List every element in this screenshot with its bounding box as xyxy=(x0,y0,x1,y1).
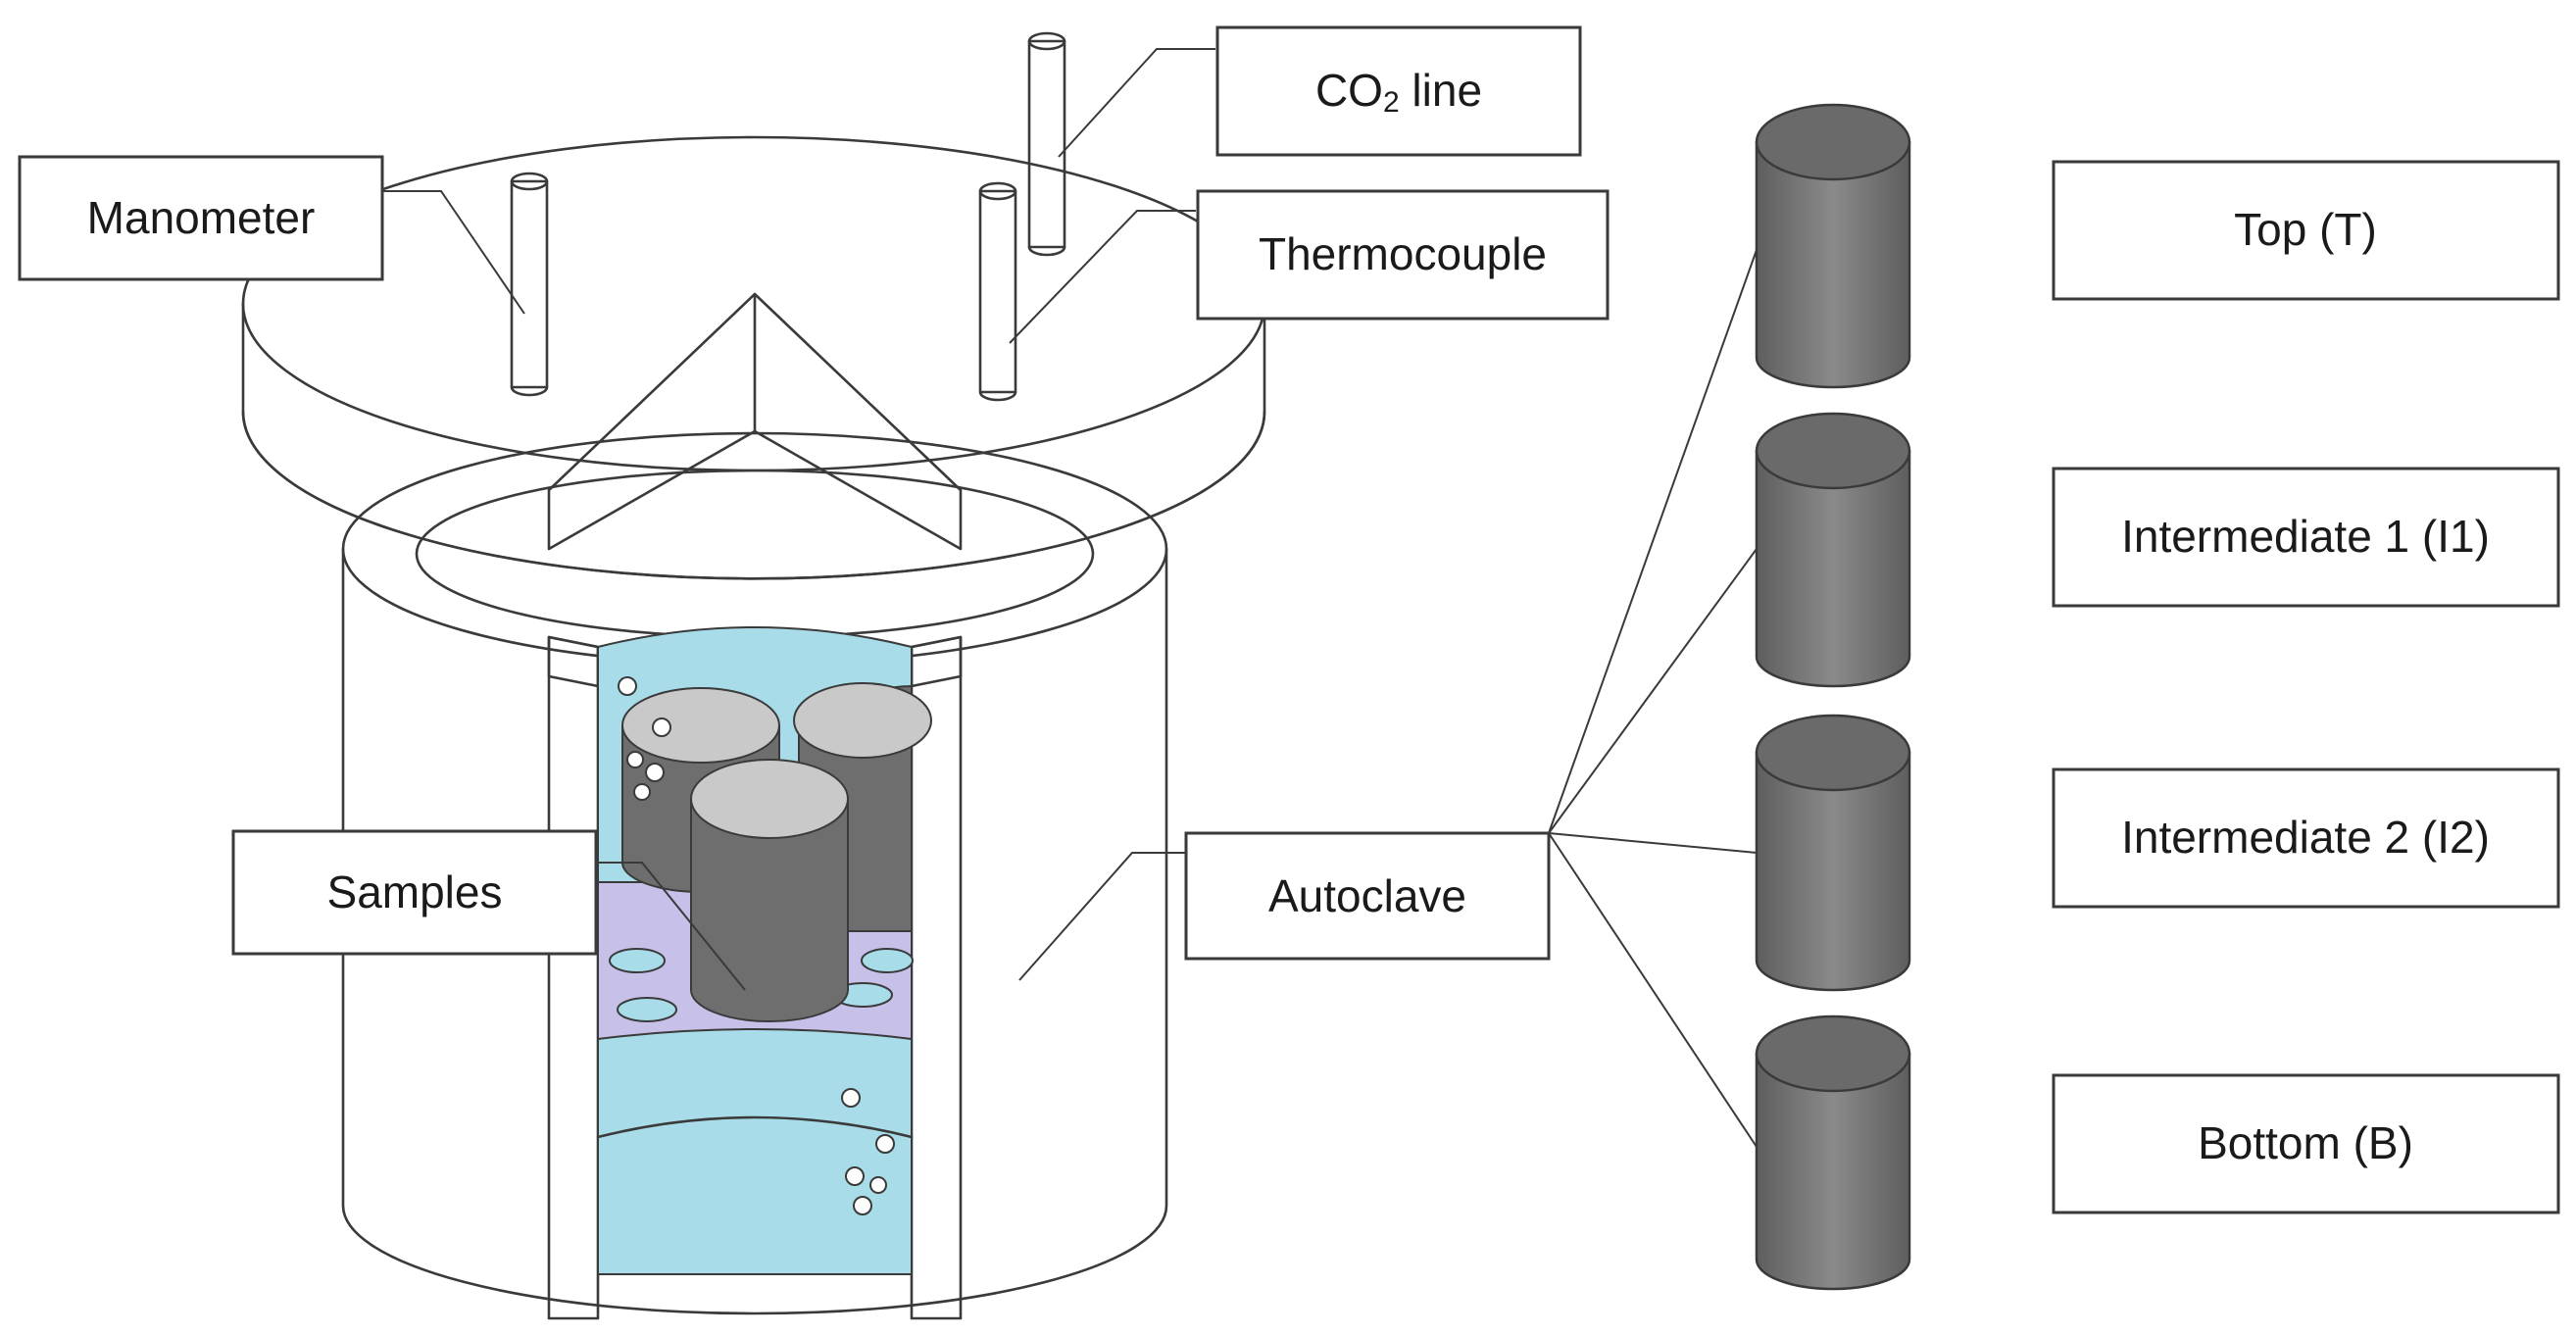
autoclave-label: Autoclave xyxy=(1184,831,1551,961)
manometer-label: Manometer xyxy=(18,155,384,281)
sample-cylinder xyxy=(690,759,849,1022)
position-label-intermediate-1: Intermediate 1 (I1) xyxy=(2052,467,2560,608)
position-label-top: Top (T) xyxy=(2052,160,2560,301)
svg-text:Manometer: Manometer xyxy=(87,192,316,243)
thermocouple-label: Thermocouple xyxy=(1196,189,1610,321)
stack-cylinder-intermediate-2 xyxy=(1755,714,1911,992)
stack-cylinder-top xyxy=(1755,103,1911,389)
manometer-pipe xyxy=(510,172,549,397)
stack-cylinder-intermediate-1 xyxy=(1755,412,1911,688)
position-label-intermediate-2: Intermediate 2 (I2) xyxy=(2052,767,2560,909)
stack-cylinder-bottom xyxy=(1755,1014,1911,1291)
svg-text:Intermediate 2 (I2): Intermediate 2 (I2) xyxy=(2121,812,2490,863)
bubbles xyxy=(618,676,895,1215)
svg-text:Thermocouple: Thermocouple xyxy=(1259,228,1547,279)
co2-line-pipe xyxy=(1027,31,1066,257)
svg-text:CO2 line: CO2 line xyxy=(1315,65,1482,119)
co2-line-label: CO2 line xyxy=(1215,25,1582,157)
svg-text:Bottom (B): Bottom (B) xyxy=(2198,1117,2413,1168)
position-label-bottom: Bottom (B) xyxy=(2052,1073,2560,1214)
svg-text:Samples: Samples xyxy=(327,866,503,917)
lid-cutaway xyxy=(547,292,963,551)
samples-label: Samples xyxy=(231,829,598,956)
svg-text:Intermediate 1 (I1): Intermediate 1 (I1) xyxy=(2121,511,2490,562)
thermocouple-pipe xyxy=(978,181,1017,402)
svg-text:Top (T): Top (T) xyxy=(2234,204,2377,255)
svg-text:Autoclave: Autoclave xyxy=(1268,870,1466,921)
leader-lines xyxy=(382,48,1758,1148)
